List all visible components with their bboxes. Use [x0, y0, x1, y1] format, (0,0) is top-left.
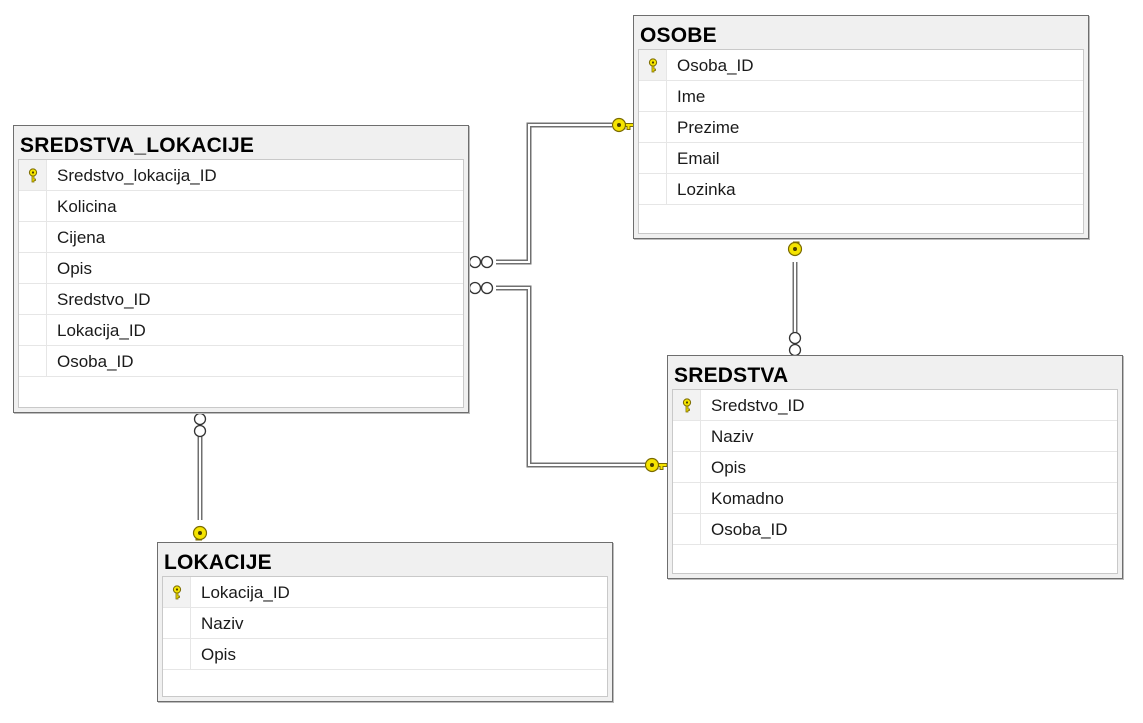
primary-key-icon: [28, 168, 38, 183]
column-row[interactable]: Cijena: [19, 222, 463, 253]
column-row[interactable]: Prezime: [639, 112, 1083, 143]
row-selector[interactable]: [19, 222, 47, 252]
row-selector[interactable]: [19, 346, 47, 376]
column-name: Lozinka: [677, 180, 736, 199]
table-lokacije[interactable]: LOKACIJE Lokacija_ID Naziv Opis: [157, 542, 613, 702]
table-title[interactable]: SREDSTVA_LOKACIJE: [20, 134, 255, 157]
column-row[interactable]: Email: [639, 143, 1083, 174]
column-name: Opis: [57, 259, 92, 278]
column-name: Naziv: [201, 614, 244, 633]
primary-key-icon: [648, 58, 658, 73]
one-end-key-icon: [787, 241, 803, 257]
row-selector[interactable]: [673, 390, 701, 420]
row-selector[interactable]: [19, 160, 47, 190]
primary-key-icon: [682, 398, 692, 413]
column-row[interactable]: Opis: [163, 639, 607, 670]
table-sredstva-lokacije[interactable]: SREDSTVA_LOKACIJE Sredstvo_lokacija_ID K…: [13, 125, 469, 413]
column-name: Ime: [677, 87, 706, 106]
row-selector[interactable]: [163, 577, 191, 607]
column-name: Kolicina: [57, 197, 117, 216]
one-end-key-icon: [644, 457, 668, 473]
table-sredstva[interactable]: SREDSTVA Sredstvo_ID Naziv Opis Komadno …: [667, 355, 1123, 579]
column-row[interactable]: Sredstvo_ID: [673, 390, 1117, 421]
column-name: Prezime: [677, 118, 740, 137]
table-title[interactable]: LOKACIJE: [164, 551, 272, 574]
many-end-icon: [468, 255, 494, 269]
row-selector[interactable]: [163, 608, 191, 638]
many-end-icon: [193, 412, 207, 438]
column-name: Lokacija_ID: [201, 583, 290, 602]
column-name: Osoba_ID: [711, 520, 788, 539]
row-selector[interactable]: [19, 191, 47, 221]
column-row[interactable]: Kolicina: [19, 191, 463, 222]
column-row[interactable]: Osoba_ID: [19, 346, 463, 377]
column-list: Osoba_ID Ime Prezime Email Lozinka: [638, 49, 1084, 234]
column-row[interactable]: Lokacija_ID: [19, 315, 463, 346]
column-list: Sredstvo_ID Naziv Opis Komadno Osoba_ID: [672, 389, 1118, 574]
row-selector[interactable]: [639, 112, 667, 142]
table-title[interactable]: SREDSTVA: [674, 364, 789, 387]
column-name: Naziv: [711, 427, 754, 446]
row-selector[interactable]: [639, 81, 667, 111]
column-name: Osoba_ID: [677, 56, 754, 75]
table-title[interactable]: OSOBE: [640, 24, 717, 47]
row-selector[interactable]: [639, 143, 667, 173]
column-row[interactable]: Opis: [19, 253, 463, 284]
row-selector[interactable]: [673, 483, 701, 513]
one-end-key-icon: [611, 117, 635, 133]
row-selector[interactable]: [639, 50, 667, 80]
row-selector[interactable]: [673, 514, 701, 544]
row-selector[interactable]: [19, 253, 47, 283]
one-end-key-icon: [192, 525, 208, 541]
column-name: Osoba_ID: [57, 352, 134, 371]
column-name: Lokacija_ID: [57, 321, 146, 340]
column-row[interactable]: Naziv: [673, 421, 1117, 452]
column-name: Opis: [711, 458, 746, 477]
row-selector[interactable]: [673, 452, 701, 482]
column-row[interactable]: Komadno: [673, 483, 1117, 514]
column-name: Opis: [201, 645, 236, 664]
column-row[interactable]: Sredstvo_ID: [19, 284, 463, 315]
column-name: Sredstvo_ID: [57, 290, 151, 309]
relationship-sredstva-lokacije-osobe[interactable]: [496, 122, 612, 265]
column-row[interactable]: Osoba_ID: [673, 514, 1117, 545]
column-row[interactable]: Ime: [639, 81, 1083, 112]
row-selector[interactable]: [19, 315, 47, 345]
column-name: Sredstvo_lokacija_ID: [57, 166, 217, 185]
column-row[interactable]: Sredstvo_lokacija_ID: [19, 160, 463, 191]
relationship-sredstva-lokacije-sredstva[interactable]: [496, 285, 646, 468]
column-row[interactable]: Lokacija_ID: [163, 577, 607, 608]
column-list: Lokacija_ID Naziv Opis: [162, 576, 608, 697]
table-osobe[interactable]: OSOBE Osoba_ID Ime Prezime Email Lozinka: [633, 15, 1089, 239]
column-row[interactable]: Opis: [673, 452, 1117, 483]
row-selector[interactable]: [673, 421, 701, 451]
primary-key-icon: [172, 585, 182, 600]
column-name: Cijena: [57, 228, 106, 247]
many-end-icon: [468, 281, 494, 295]
many-end-icon: [788, 331, 802, 357]
column-name: Email: [677, 149, 720, 168]
row-selector[interactable]: [19, 284, 47, 314]
column-list: Sredstvo_lokacija_ID Kolicina Cijena Opi…: [18, 159, 464, 408]
column-row[interactable]: Lozinka: [639, 174, 1083, 205]
row-selector[interactable]: [639, 174, 667, 204]
row-selector[interactable]: [163, 639, 191, 669]
column-row[interactable]: Osoba_ID: [639, 50, 1083, 81]
column-name: Komadno: [711, 489, 784, 508]
column-name: Sredstvo_ID: [711, 396, 805, 415]
column-row[interactable]: Naziv: [163, 608, 607, 639]
